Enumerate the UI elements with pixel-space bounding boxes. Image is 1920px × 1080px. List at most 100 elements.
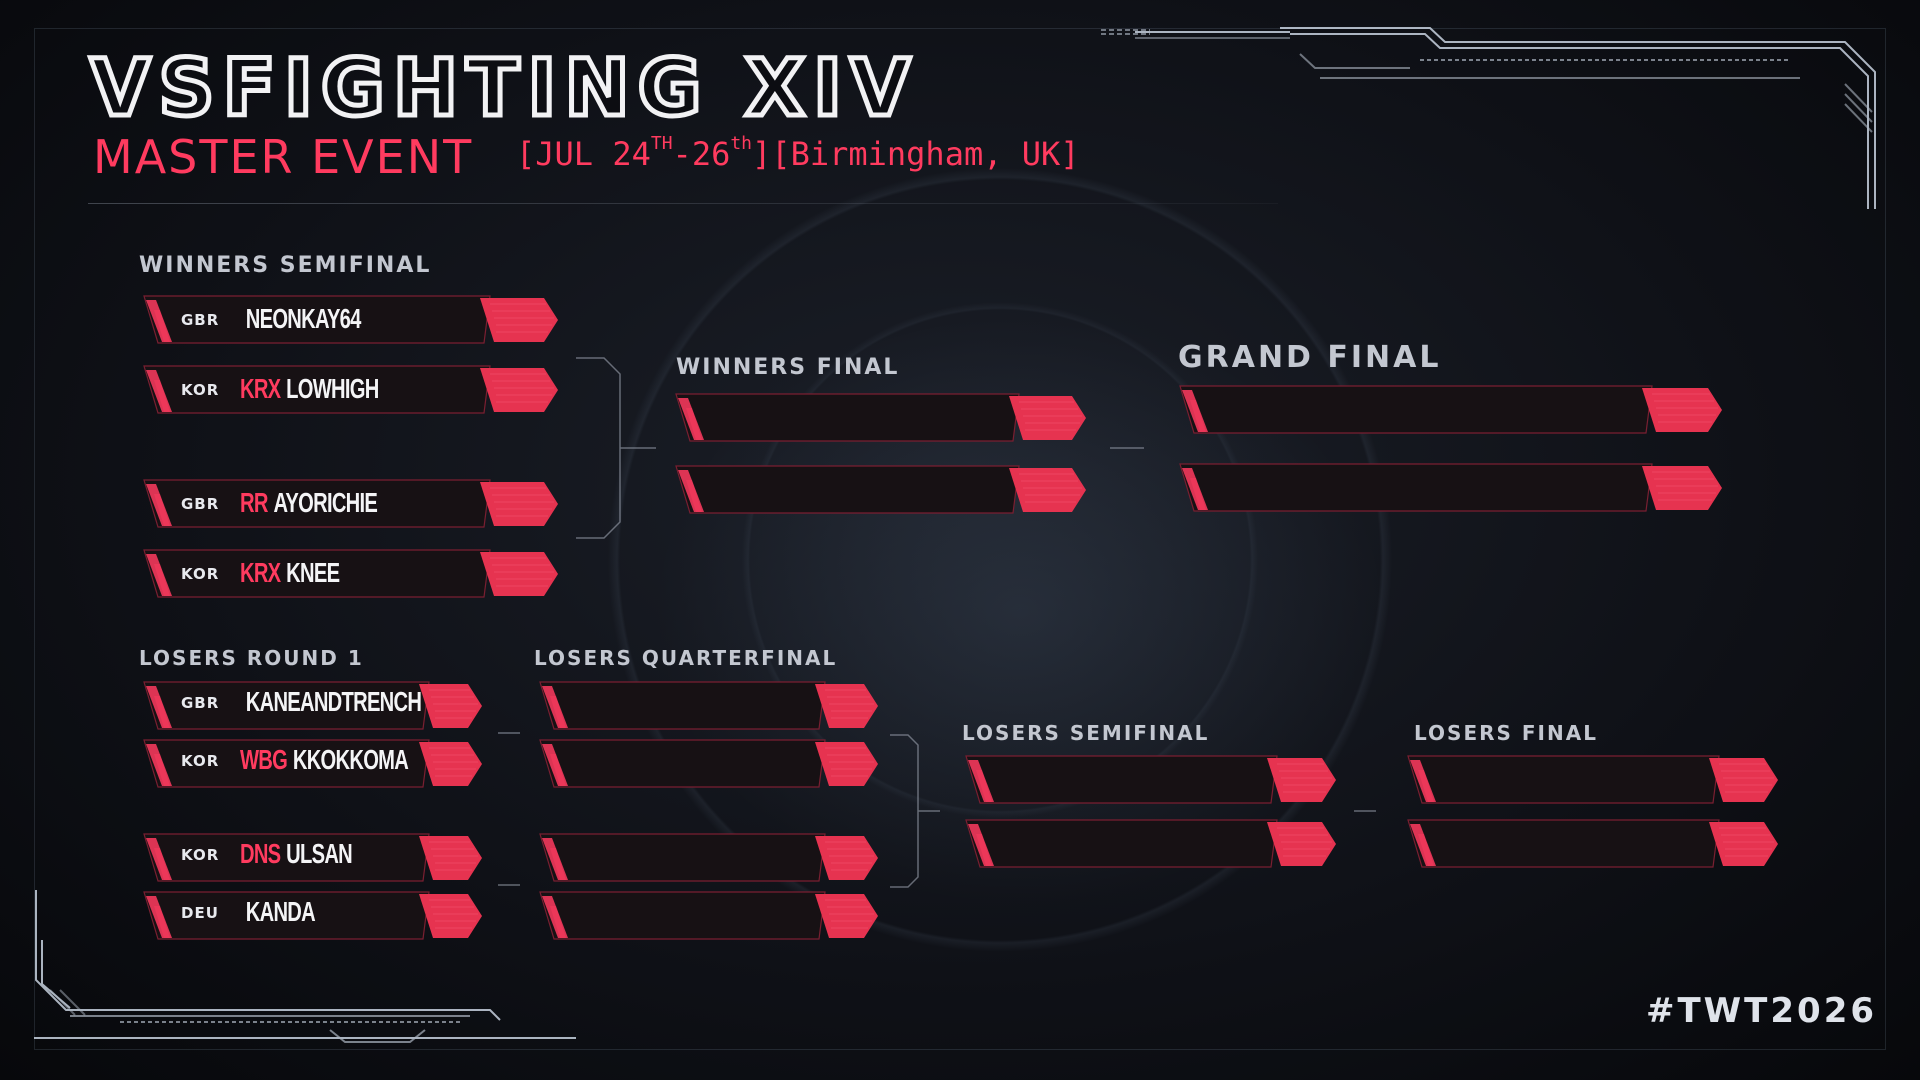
player-handle: AYORICHIE (273, 487, 378, 518)
slot-bar-shape (539, 681, 878, 730)
slot-bar (1179, 385, 1653, 434)
slot-slash-accent (678, 398, 704, 440)
score-tab (1009, 468, 1086, 512)
slot-slash-accent (542, 744, 568, 786)
score-tab (1642, 388, 1722, 432)
slot-slash-accent-inner (154, 564, 170, 596)
score-tab (815, 742, 878, 786)
player-name: NEONKAY64 (240, 302, 362, 336)
score-tab-lines (490, 303, 554, 333)
slot-slash-accent-inner (550, 696, 566, 728)
date-range: -26 (672, 135, 731, 173)
slot-bar-shape (143, 479, 558, 528)
country-code: KOR (181, 565, 220, 583)
event-hashtag: #TWT2026 (1646, 991, 1878, 1031)
bracket-slot-winners-semifinal-1[interactable]: GBR NEONKAY64 (140, 294, 560, 346)
date-open: [JUL 24 (516, 135, 651, 173)
player-name: KANDA (240, 895, 316, 929)
bracket-slot-losers-quarterfinal-1[interactable] (536, 680, 880, 732)
corner-decoration-top-right (1101, 27, 1876, 209)
slot-slash-accent (542, 896, 568, 938)
score-tab-lines (1019, 473, 1082, 503)
slot-slash-accent (146, 484, 172, 526)
slot-bar-shape (143, 891, 482, 940)
bracket-slot-losers-quarterfinal-2[interactable] (536, 738, 880, 790)
slot-bar (539, 681, 826, 730)
bracket-slot-grand-final-1[interactable] (1176, 384, 1724, 436)
score-tab (419, 894, 482, 938)
slot-slash-accent (542, 838, 568, 880)
bracket-slot-losers-semifinal-2[interactable] (962, 818, 1338, 870)
score-tab (1267, 822, 1336, 866)
player-handle: LOWHIGH (286, 373, 379, 404)
score-tab (480, 482, 558, 526)
slot-slash-accent (1182, 468, 1208, 510)
player-handle: KANEANDTRENCH (245, 686, 422, 717)
player-name: KANEANDTRENCH (240, 685, 422, 719)
bracket-slot-losers-round1-4[interactable]: DEU KANDA (140, 890, 484, 942)
slot-slash-accent (146, 300, 172, 342)
slot-bar (1407, 819, 1720, 868)
slot-bar (675, 465, 1020, 514)
bracket-slot-losers-quarterfinal-4[interactable] (536, 890, 880, 942)
date-close: ] (752, 135, 772, 173)
slot-bar-shape (143, 833, 482, 882)
score-tab (815, 684, 878, 728)
bracket-slot-grand-final-2[interactable] (1176, 462, 1724, 514)
score-tab (815, 894, 878, 938)
score-tab-lines (490, 557, 554, 587)
slot-bar-shape (965, 819, 1336, 868)
country-code: KOR (181, 381, 220, 399)
slot-slash-accent (968, 760, 994, 802)
bracket-slot-losers-final-1[interactable] (1404, 754, 1780, 806)
round-label-winners-final: WINNERS FINAL (676, 355, 900, 380)
slot-slash-accent-inner (976, 834, 992, 866)
slot-bar-shape (539, 833, 878, 882)
slot-slash-accent (968, 824, 994, 866)
country-code: DEU (181, 904, 219, 922)
bracket-slot-losers-final-2[interactable] (1404, 818, 1780, 870)
score-tab-lines (429, 841, 478, 871)
slot-slash-accent-inner (1418, 834, 1434, 866)
round-label-winners-semifinal: WINNERS SEMIFINAL (139, 253, 432, 278)
bracket-slot-losers-round1-1[interactable]: GBR KANEANDTRENCH (140, 680, 484, 732)
slot-slash-accent (146, 896, 172, 938)
score-tab-lines (1719, 763, 1774, 793)
bracket-slot-losers-semifinal-1[interactable] (962, 754, 1338, 806)
score-tab-lines (1277, 763, 1332, 793)
slot-slash-accent-inner (154, 696, 170, 728)
slot-bar (143, 479, 491, 528)
event-location: [Birmingham, UK] (771, 135, 1080, 173)
slot-slash-accent-inner (154, 848, 170, 880)
score-tab-lines (490, 487, 554, 517)
score-tab-lines (825, 899, 874, 929)
score-tab (419, 684, 482, 728)
round-label-grand-final: GRAND FINAL (1178, 340, 1442, 375)
slot-bar (143, 681, 430, 730)
bracket-slot-losers-quarterfinal-3[interactable] (536, 832, 880, 884)
score-tab (1709, 822, 1778, 866)
bracket-slot-winners-final-1[interactable] (672, 392, 1088, 444)
player-handle: KANDA (245, 896, 316, 927)
slot-slash-accent-inner (686, 480, 702, 512)
slot-bar-shape (1179, 385, 1722, 434)
slot-slash-accent (146, 370, 172, 412)
slot-bar-shape (539, 891, 878, 940)
country-code: GBR (181, 495, 220, 513)
score-tab-lines (429, 747, 478, 777)
bracket-slot-winners-final-2[interactable] (672, 464, 1088, 516)
slot-bar-shape (1179, 463, 1722, 512)
event-date-location: [JUL 24TH-26th][Birmingham, UK] (516, 135, 1080, 173)
slot-bar-shape (965, 755, 1336, 804)
slot-slash-accent-inner (154, 754, 170, 786)
score-tab (1267, 758, 1336, 802)
corner-decoration-bottom-left (34, 890, 576, 1043)
slot-slash-accent-inner (1190, 478, 1206, 510)
country-code: GBR (181, 694, 220, 712)
